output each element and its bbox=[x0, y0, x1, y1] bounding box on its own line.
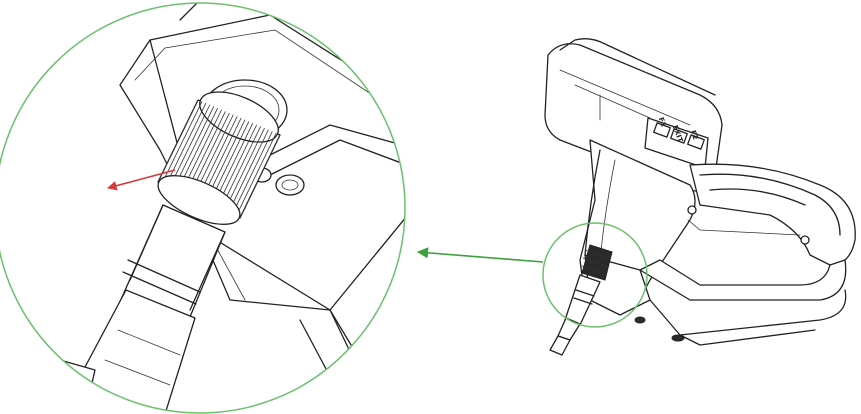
device-handle bbox=[634, 163, 856, 346]
button-f2[interactable] bbox=[687, 134, 705, 150]
device-connector bbox=[549, 244, 613, 356]
knurl-ridge bbox=[165, 102, 207, 186]
handheld-device: F1 EXIT F2 bbox=[544, 38, 856, 356]
knurl-ridge bbox=[173, 106, 215, 190]
detail-callout-circle bbox=[542, 222, 648, 328]
direction-arrow-icon bbox=[107, 169, 176, 191]
knurl-ridge bbox=[231, 131, 273, 215]
knurl-ridge bbox=[223, 127, 265, 212]
zoom-detail bbox=[44, 3, 405, 413]
screw-hole bbox=[275, 174, 305, 196]
button-panel: F1 EXIT F2 bbox=[644, 116, 709, 169]
button-exit[interactable] bbox=[670, 128, 688, 144]
probe-shaft bbox=[44, 204, 226, 413]
knurl-ridge bbox=[161, 101, 203, 185]
knurl-ridge bbox=[239, 134, 281, 219]
button-label-f2: F2 bbox=[689, 129, 700, 141]
pointer-arrow-icon bbox=[416, 247, 544, 263]
knurl-ridge bbox=[169, 104, 211, 188]
knurled-nut bbox=[157, 91, 281, 225]
knurl-ridge bbox=[235, 132, 277, 217]
button-f1[interactable] bbox=[653, 122, 671, 138]
zoom-circle bbox=[0, 2, 406, 414]
knurl-ridge bbox=[227, 129, 269, 214]
knurl-ridge bbox=[157, 99, 199, 183]
button-label-f1: F1 bbox=[657, 116, 668, 128]
